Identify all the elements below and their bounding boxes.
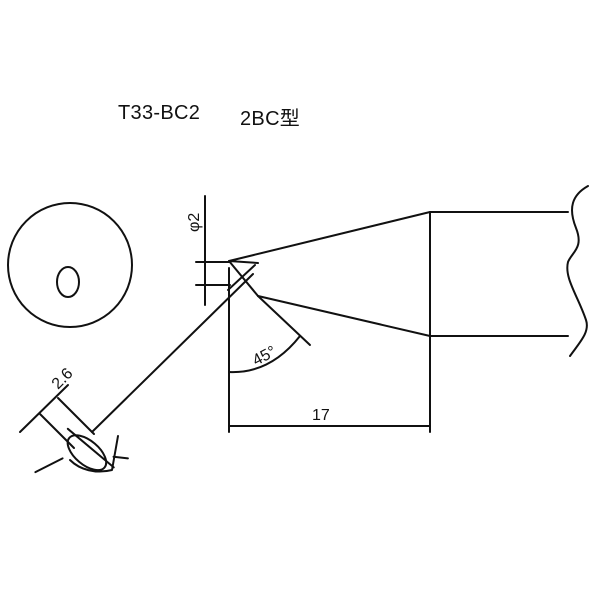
diameter-label: φ2: [186, 213, 203, 232]
tip-side-view: [227, 185, 589, 357]
bevel-detail-tail: [34, 457, 64, 474]
shape-type-label: 2BC型: [240, 108, 301, 130]
end-view-tip-oval: [56, 266, 80, 298]
diameter-dimension: [195, 195, 231, 306]
shaft-break-line: [566, 185, 589, 357]
cone-upper-edge: [228, 211, 569, 262]
angle-arc: [228, 335, 301, 374]
angle-ext-slant: [257, 295, 311, 346]
length-dimension: [228, 335, 431, 433]
bevel-leader-line: [91, 273, 254, 433]
cone-lower-edge: [257, 295, 569, 337]
bevel-detail-arc: [69, 435, 119, 473]
bevel-dim-ext-1: [57, 397, 95, 435]
length-label: 17: [312, 407, 330, 424]
tip-end-view: [7, 202, 133, 328]
bevel-width-dimension: [19, 273, 254, 449]
angle-dimension: [228, 267, 311, 433]
angle-label: 45°: [250, 343, 279, 369]
bevel-detail-hook: [112, 455, 129, 460]
bevel-detail-oval: [66, 434, 108, 472]
bevel-width-label: 2.6: [49, 365, 77, 393]
end-view-outer-circle: [7, 202, 133, 328]
bevel-dim-line: [19, 384, 69, 433]
bevel-detail-axis: [66, 427, 115, 469]
part-number-label: T33-BC2: [118, 102, 201, 124]
bevel-extension-line: [227, 264, 256, 291]
bevel-face-detail: [34, 427, 129, 474]
